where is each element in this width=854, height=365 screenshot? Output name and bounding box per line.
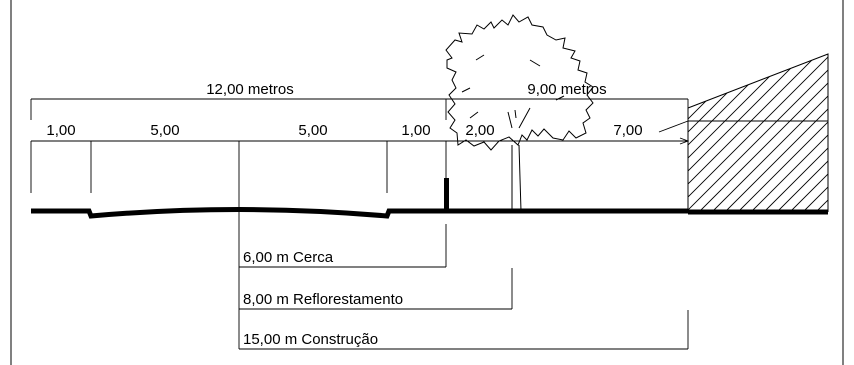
hatch-line	[688, 54, 792, 212]
hatch-line	[829, 42, 854, 212]
construction-setback-label: 15,00 m Construção	[243, 331, 378, 348]
segment-label-lane-right: 5,00	[298, 122, 327, 139]
hatch-line	[688, 54, 828, 212]
hatch-line	[688, 54, 828, 212]
hatch-line	[688, 54, 818, 212]
segment-label-sidewalk-left: 1,00	[46, 122, 75, 139]
segment-label-setback: 7,00	[613, 122, 642, 139]
hatch-line	[724, 54, 828, 212]
hatch-line	[763, 54, 828, 212]
hatch-line	[776, 54, 828, 212]
hatch-line	[815, 54, 828, 212]
segment-label-strip: 2,00	[465, 122, 494, 139]
hatch-line	[711, 54, 828, 212]
fence-setback-label: 6,00 m Cerca	[243, 249, 334, 266]
hatch-line	[688, 54, 753, 212]
right-total-dimension-label: 9,00 metros	[527, 81, 606, 98]
hatch-line	[789, 54, 828, 212]
hatch-line	[688, 54, 828, 212]
segment-label-lane-left: 5,00	[150, 122, 179, 139]
hatch-line	[737, 54, 828, 212]
ground-profile	[31, 207, 688, 219]
segment-label-sidewalk-right: 1,00	[401, 122, 430, 139]
left-total-dimension-label: 12,00 metros	[206, 81, 294, 98]
fence-post	[444, 178, 449, 211]
reforestation-setback-label: 8,00 m Reflorestamento	[243, 291, 403, 308]
hatch-line	[688, 54, 805, 212]
tree-icon	[445, 14, 594, 212]
hatch-line	[750, 54, 828, 212]
setback-brackets	[238, 193, 689, 350]
segment-dimension-line	[30, 137, 690, 212]
hatch-line	[698, 54, 828, 212]
hatch-line	[688, 54, 740, 212]
